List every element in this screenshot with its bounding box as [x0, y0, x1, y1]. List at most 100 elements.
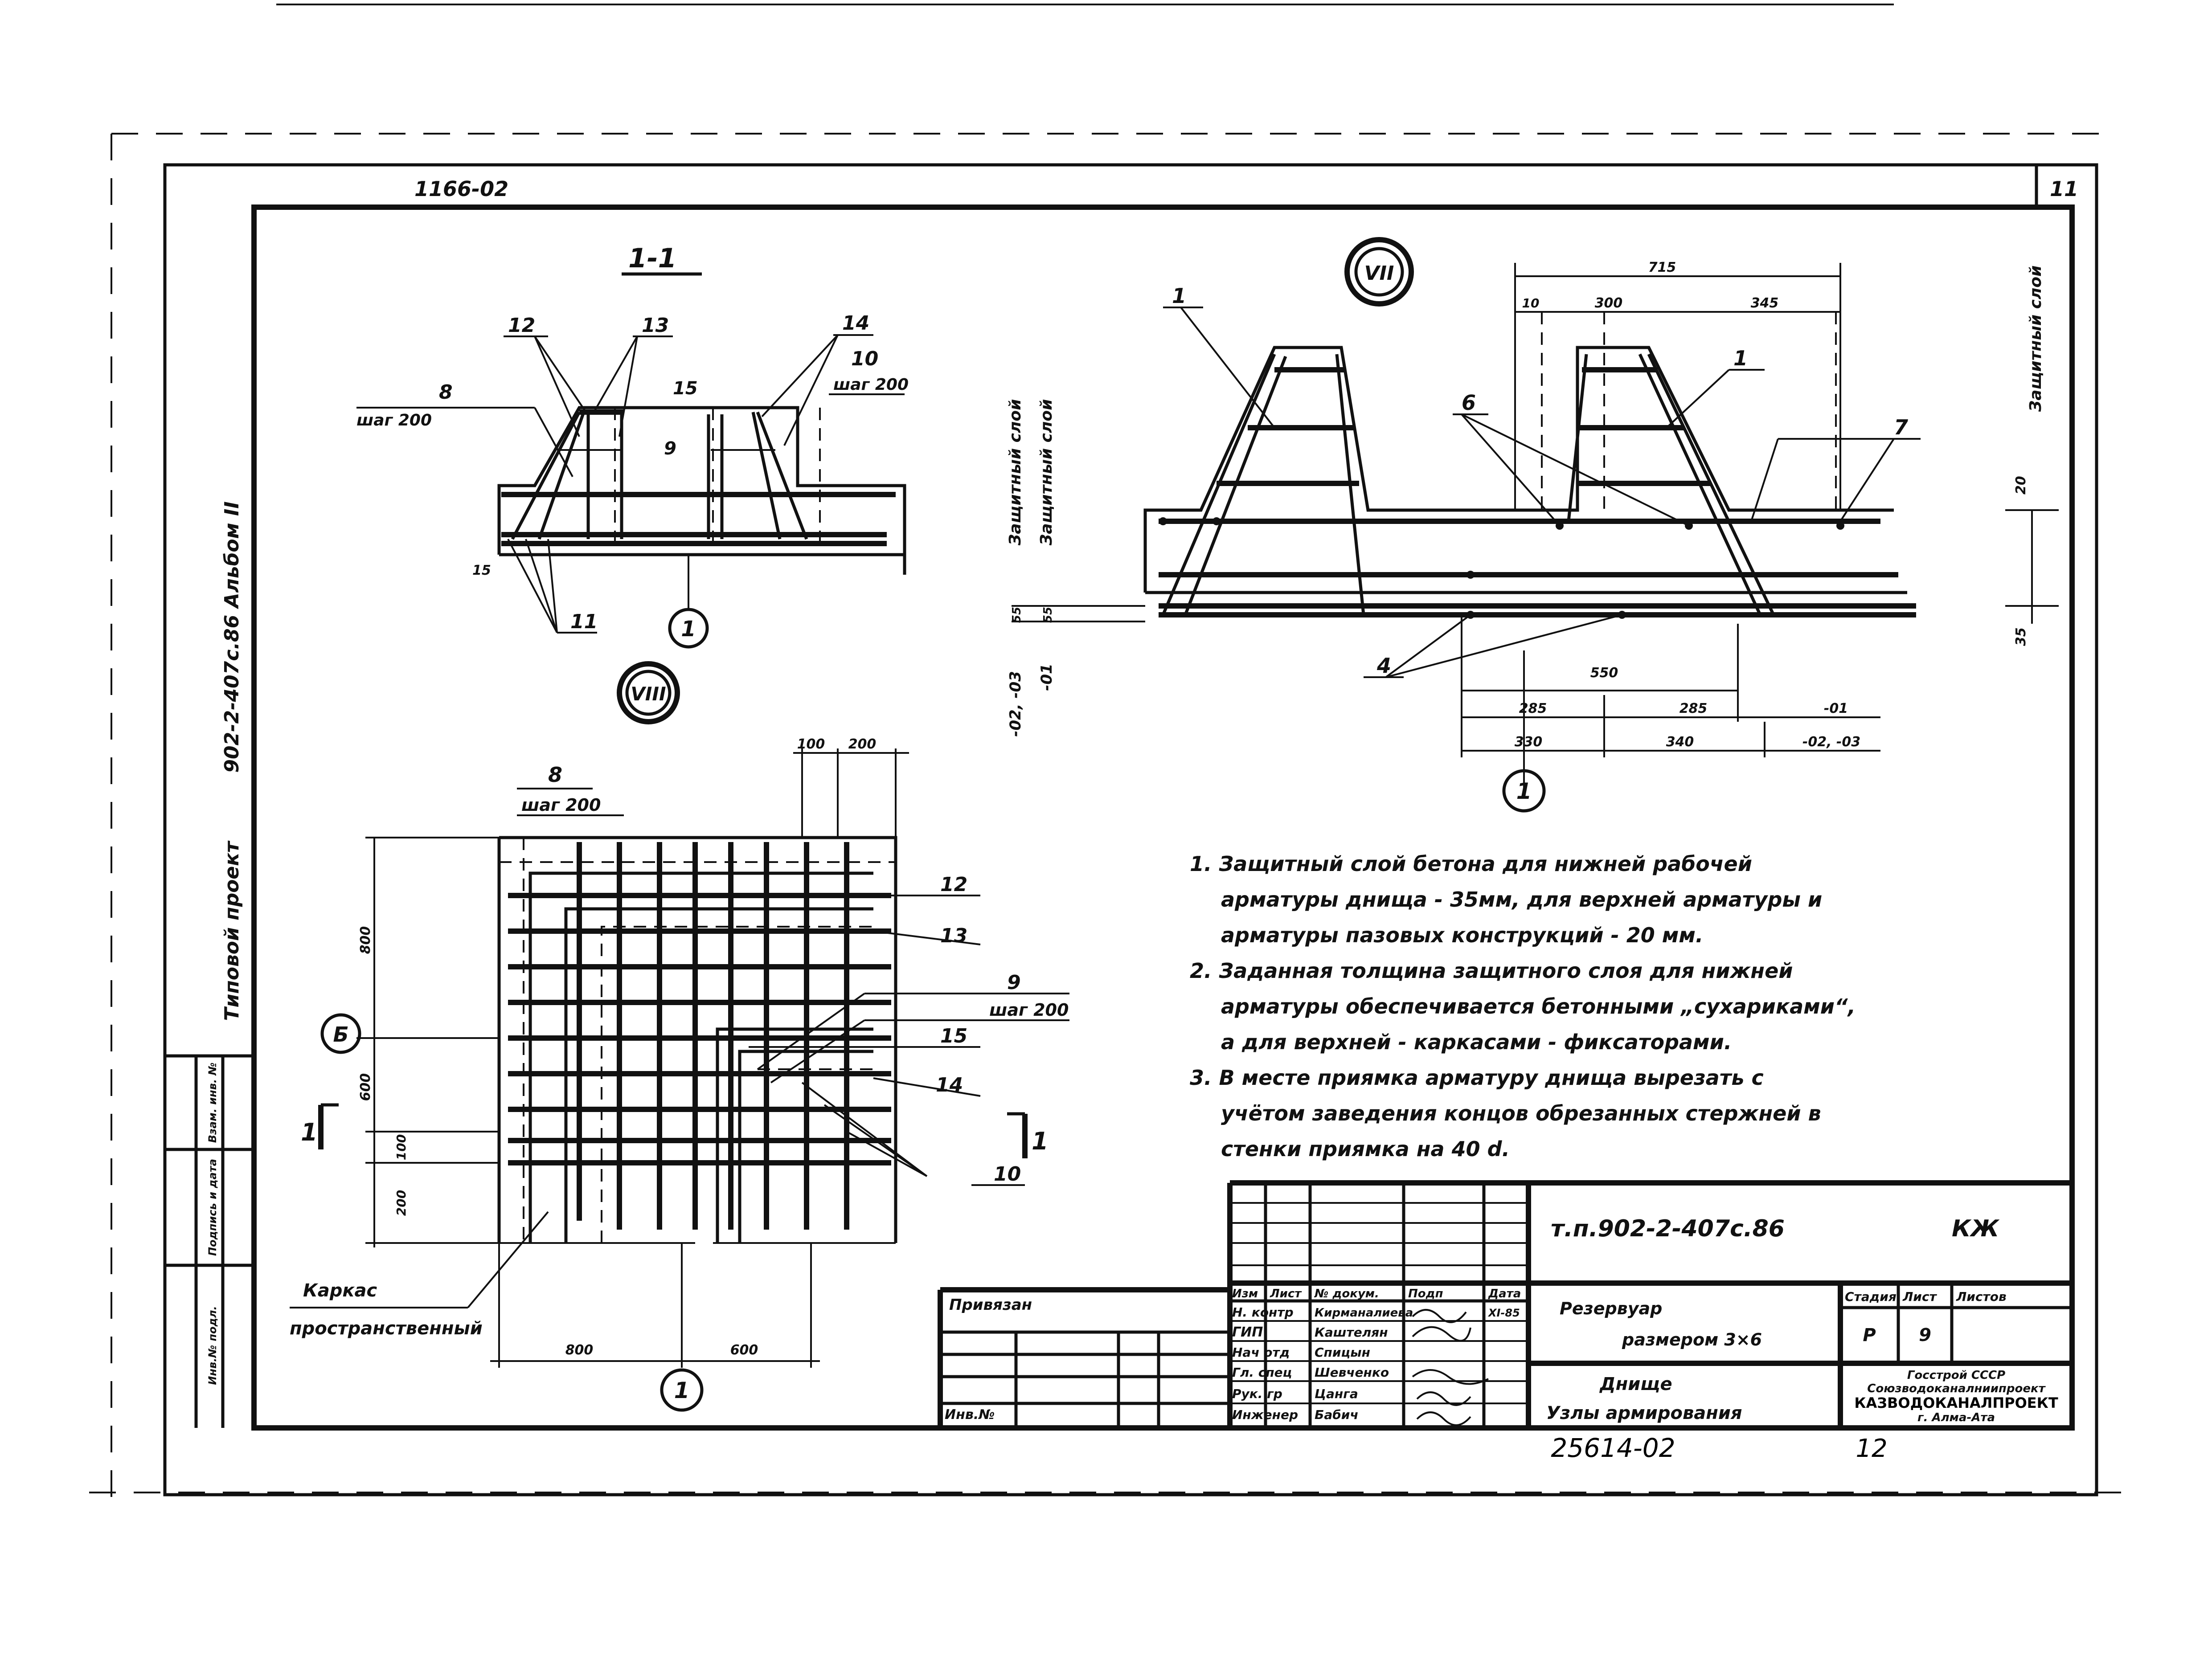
dim-10: 10	[1522, 296, 1540, 311]
section-1-1: 1-1 12 13 14 10	[356, 243, 909, 724]
tb-mark: КЖ	[1952, 1215, 2000, 1242]
mark-12: 12	[508, 314, 535, 337]
tb-header-doc: № докум.	[1314, 1287, 1379, 1300]
node-callout-vii	[1344, 237, 1414, 307]
tb-drawing-2: Узлы армирования	[1546, 1403, 1742, 1423]
tb-drawing-1: Днище	[1599, 1374, 1672, 1394]
axis-label-b: Б	[333, 1022, 348, 1047]
axis-bubble-vii	[1502, 769, 1546, 813]
section-mark-right: 1	[1032, 1127, 1049, 1155]
plan-dim-600-bottom: 600	[730, 1342, 758, 1358]
notes: 1. Защитный слой бетона для нижней рабоч…	[1190, 852, 1856, 1161]
plan-mark-12: 12	[940, 873, 967, 896]
frame-label-1: Каркас	[303, 1280, 377, 1301]
mark-13: 13	[642, 314, 669, 337]
signature-1	[1412, 1309, 1467, 1323]
note-line-8: учётом заведения концов обрезанных стерж…	[1221, 1101, 1821, 1125]
plan-mark-9: 9	[1007, 971, 1021, 994]
tb-name-3: Спицын	[1315, 1345, 1370, 1360]
tb-sheet-header: Лист	[1902, 1289, 1937, 1304]
plan-dim-800-left: 800	[358, 926, 373, 954]
left-vertical-label-2: Защитный слой	[1037, 399, 1056, 546]
dim-01: -01	[1824, 701, 1848, 716]
mark-15-bottom: 15	[472, 563, 491, 578]
mark-1-right: 1	[1733, 346, 1748, 370]
tb-header-date: Дата	[1488, 1287, 1521, 1300]
tb-page-no: 12	[1856, 1434, 1887, 1463]
tb-role-6: Инженер	[1232, 1407, 1298, 1422]
side-label-sign: Подпись и дата	[206, 1159, 219, 1256]
side-label-ref: Взам. инв. №	[206, 1063, 219, 1143]
dim-550: 550	[1590, 665, 1618, 681]
step-label-10: шаг 200	[833, 376, 909, 394]
tb-role-5: Рук. гр	[1232, 1386, 1282, 1401]
dim-340: 340	[1666, 734, 1694, 750]
corner-sheet-number: 11	[2050, 177, 2078, 201]
section-title: 1-1	[628, 243, 676, 274]
left-vertical-label-4: -01	[1038, 663, 1056, 691]
plan-step-8: шаг 200	[521, 795, 601, 815]
mark-6: 6	[1462, 391, 1476, 415]
mark-8: 8	[439, 381, 453, 404]
tb-doc-code: т.п.902-2-407с.86	[1551, 1215, 1785, 1242]
tb-archive-no: 25614-02	[1551, 1433, 1675, 1463]
tb-stage-header: Стадия	[1845, 1289, 1897, 1304]
axis-label-vii: 1	[1516, 778, 1532, 804]
step-label-8: шаг 200	[356, 411, 432, 429]
tb-header-list: Лист	[1270, 1287, 1302, 1300]
dim-345: 345	[1751, 295, 1779, 311]
mark-9: 9	[664, 438, 676, 459]
note-line-2: арматуры днища - 35мм, для верхней армат…	[1221, 887, 1822, 912]
note-line-5: арматуры обеспечивается бетонными „сухар…	[1221, 994, 1856, 1018]
section-mark-left: 1	[301, 1118, 318, 1146]
signature-6	[1416, 1411, 1471, 1426]
signature-2	[1412, 1326, 1471, 1342]
tb-role-2: ГИП	[1232, 1325, 1263, 1340]
tb-header-izm: Изм	[1232, 1287, 1258, 1300]
side-type-label: Типовой проект	[221, 840, 243, 1021]
tb-org-1: Госстрой СССР	[1907, 1369, 2005, 1382]
tb-sheets-header: Листов	[1956, 1289, 2007, 1304]
plan-dim-200-left: 200	[394, 1190, 409, 1216]
dim-55-b: 55	[1041, 607, 1055, 623]
plan-dim-600-left: 600	[358, 1073, 373, 1101]
archive-code: 1166-02	[414, 177, 508, 201]
tb-role-4: Гл. спец	[1232, 1365, 1292, 1380]
tb-object-1: Резервуар	[1560, 1299, 1662, 1318]
axis-label-plan: 1	[674, 1378, 690, 1403]
mark-1-left: 1	[1172, 284, 1186, 308]
side-label-inv: Инв.№ подл.	[206, 1306, 219, 1385]
tb-name-1: Кирманалиева	[1315, 1306, 1413, 1320]
tb-org-2: Союзводоканалниипроект	[1867, 1382, 2046, 1395]
node-callout-viii	[617, 661, 680, 724]
node-label-vii: VII	[1364, 262, 1394, 285]
tb-inv-label: Инв.№	[945, 1407, 995, 1423]
tb-name-2: Каштелян	[1315, 1325, 1388, 1340]
tb-header-sign: Подп	[1408, 1287, 1443, 1300]
signature-4	[1412, 1369, 1489, 1385]
tb-date-1: XI-85	[1487, 1307, 1520, 1319]
note-line-6: а для верхней - каркасами - фиксаторами.	[1221, 1030, 1732, 1054]
tb-sheet: 9	[1919, 1325, 1931, 1345]
node-vii: VII 715 10 300 345	[1006, 237, 2059, 813]
axis-bubble-plan	[660, 1368, 704, 1412]
dim-285-b: 285	[1679, 701, 1708, 716]
dim-20: 20	[2013, 476, 2029, 495]
plan-mark-8: 8	[548, 763, 562, 787]
plan-dim-100-left: 100	[394, 1134, 409, 1160]
plan-dim-800-bottom: 800	[565, 1342, 594, 1358]
mark-10: 10	[851, 348, 878, 370]
dim-330: 330	[1515, 734, 1543, 750]
plan-dim-200-top: 200	[848, 736, 877, 752]
axis-bubble-1	[668, 608, 709, 649]
dim-55-a: 55	[1010, 607, 1024, 623]
mark-14: 14	[842, 312, 869, 335]
plan-viii: 8 шаг 200	[290, 736, 1069, 1412]
left-vertical-label-3: -02, -03	[1007, 671, 1024, 737]
note-line-9: стенки приямка на 40 d.	[1221, 1137, 1510, 1161]
tb-org-3: КАЗВОДОКАНАЛПРОЕКТ	[1854, 1394, 2058, 1411]
tb-role-3: Нач отд	[1232, 1345, 1290, 1360]
plan-mark-13: 13	[940, 924, 967, 947]
title-block: Изм Лист № докум. Подп Дата Н. контр Кир…	[938, 1180, 2072, 1463]
